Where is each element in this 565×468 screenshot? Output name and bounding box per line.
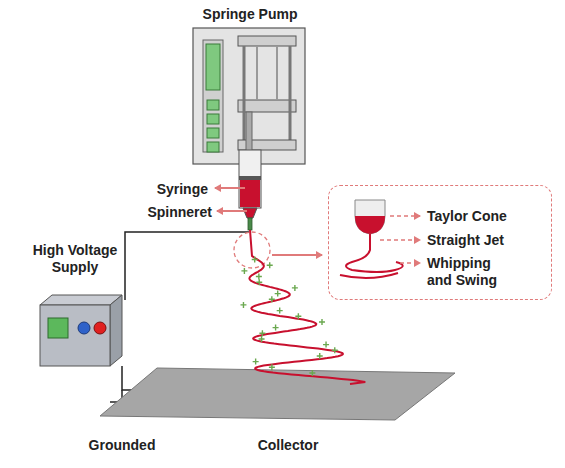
part-label: Grounded [89,437,156,454]
pointer-arrow [215,187,245,189]
collector-plate [100,368,455,420]
charge-sign [259,330,265,336]
charge-sign [309,370,315,376]
detail-callout: Taylor ConeStraight JetWhipping and Swin… [328,185,552,300]
wire [125,232,249,300]
node-text: Springe Pump [180,6,320,23]
charge-sign [275,291,281,297]
pump-label-box: Springe Pump [180,4,320,27]
pointer-arrow [272,254,322,256]
supply-label-box: High Voltage Supply [25,240,125,295]
charge-sign [292,285,298,291]
node-text: High Voltage Supply [25,242,125,276]
syringe [239,112,261,230]
charge-sign [256,279,262,285]
charge-sign [323,342,329,348]
part-label: Spinneret [147,204,212,221]
part-label: Collector [258,437,319,454]
charge-sign [332,347,338,353]
jet-path [249,230,365,384]
charge-sign [240,302,246,308]
charge-sign [277,308,283,314]
whipping-jet [240,230,365,384]
jet-detail [340,200,403,278]
high-voltage-supply [40,295,122,366]
charge-sign [295,313,301,319]
charge-sign [273,325,279,331]
charge-sign [241,268,247,274]
node-text: Straight Jet [427,232,547,249]
node-text: Whipping and Swing [427,255,511,289]
pointer-arrow [217,210,247,212]
charge-sign [317,353,323,359]
part-label: Syringe [157,181,208,198]
charge-sign [319,319,325,325]
pointer-arrow [400,262,420,264]
charge-sign [253,359,259,365]
pointer-arrow [390,215,420,217]
syringe-pump [193,28,305,164]
charge-sign [267,262,273,268]
charge-sign [256,274,262,280]
charge-sign [252,257,258,263]
charge-sign [269,364,275,370]
node-text: Taylor Cone [427,208,547,225]
charge-sign [259,336,265,342]
pointer-arrow [380,239,420,241]
charge-sign [269,296,275,302]
